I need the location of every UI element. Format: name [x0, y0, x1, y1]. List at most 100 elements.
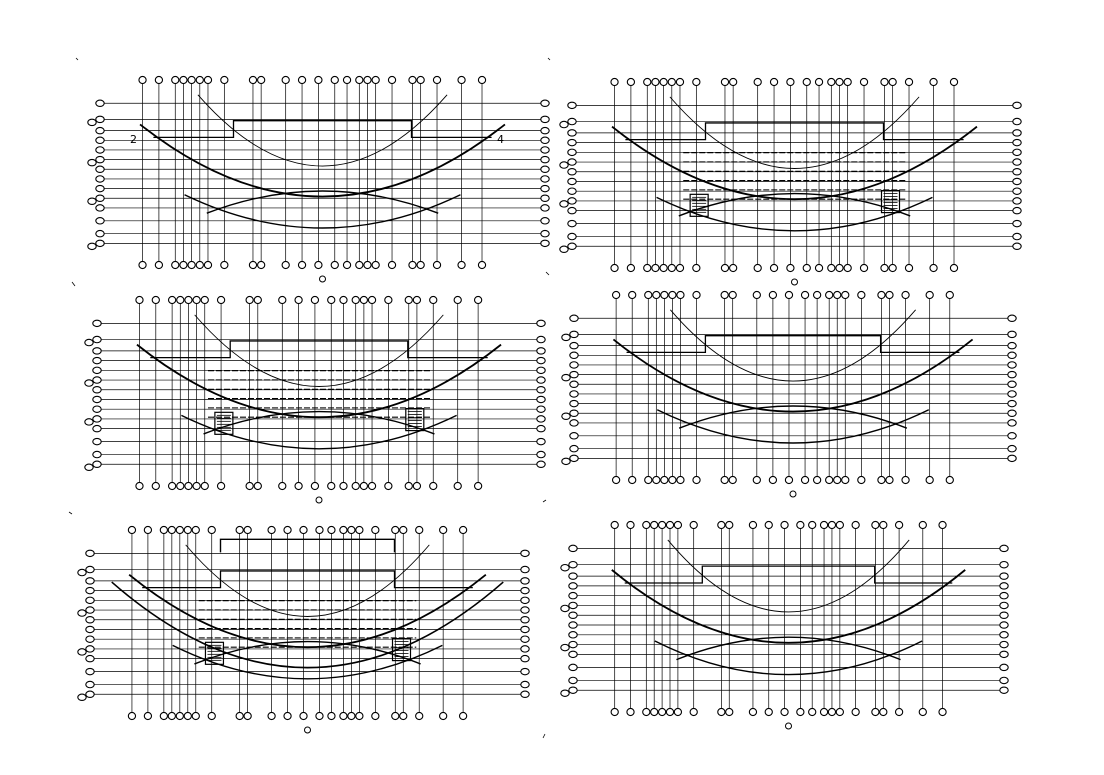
axis-bubble — [628, 475, 637, 485]
axis-bubble — [87, 197, 97, 206]
axis-bubble — [92, 366, 102, 375]
axis-bubble — [77, 648, 87, 656]
axis-bubble — [561, 412, 571, 421]
axis-bubble — [657, 520, 667, 530]
axis-bubble — [458, 525, 468, 535]
axis-bubble — [999, 640, 1009, 649]
axis-bubble — [85, 577, 95, 585]
axis-bubble — [387, 260, 397, 270]
axis-bubble — [416, 260, 425, 270]
axis-bubble — [559, 200, 569, 208]
axis-bubble — [432, 260, 442, 270]
axis-bubble — [203, 75, 213, 85]
axis-bubble — [843, 263, 852, 273]
axis-bubble — [945, 290, 954, 300]
axis-bubble — [84, 463, 94, 472]
axis-bubble — [692, 77, 701, 87]
axis-bubble — [676, 475, 685, 485]
axis-bubble — [95, 194, 105, 203]
axis-bubble — [195, 260, 204, 270]
plan-bottom-right — [560, 520, 1009, 730]
axis-bubble — [457, 260, 466, 270]
axis-bubble — [415, 711, 424, 721]
axis-bubble — [315, 525, 324, 535]
axis-bubble — [802, 263, 811, 273]
axis-bubble — [812, 475, 822, 485]
axis-bubble — [567, 219, 577, 228]
axis-bubble — [999, 560, 1009, 569]
axis-bubble — [92, 437, 102, 446]
axis-bubble — [611, 290, 621, 300]
axis-bubble — [568, 601, 578, 610]
axis-bubble — [568, 560, 578, 569]
stair-core — [689, 193, 709, 217]
axis-bubble — [999, 572, 1009, 580]
axis-bubble — [294, 295, 303, 305]
axis-bubble — [416, 75, 425, 85]
axis-bubble — [999, 544, 1009, 553]
axis-bubble — [764, 520, 773, 530]
axis-bubble — [569, 454, 579, 463]
axis-bubble — [207, 711, 216, 721]
axis-bubble — [167, 711, 176, 721]
axis-bubble — [179, 260, 188, 270]
axis-bubble — [203, 260, 213, 270]
plan-top-right — [559, 77, 1022, 286]
axis-bubble — [1007, 409, 1017, 418]
axis-bubble — [999, 582, 1009, 590]
axis-bubble — [559, 120, 569, 129]
axis-bubble — [827, 707, 837, 717]
axis-bubble — [77, 609, 87, 617]
lens-lower-arc — [654, 640, 923, 676]
axis-bubble — [642, 520, 651, 530]
axis-bubble — [267, 525, 276, 535]
axis-bubble — [610, 520, 619, 530]
axis-bubble — [92, 424, 102, 433]
axis-bubble — [901, 475, 910, 485]
axis-bubble — [540, 204, 550, 212]
axis-bubble — [1012, 129, 1022, 137]
axis-bubble — [689, 707, 698, 717]
axis-bubble — [330, 260, 339, 270]
plan-bottom-left — [77, 525, 530, 734]
axis-bubble — [85, 616, 95, 624]
axis-bubble — [363, 75, 372, 85]
axis-bubble — [925, 475, 934, 485]
axis-bubble — [1012, 197, 1022, 205]
axis-bubble — [1007, 380, 1017, 389]
axis-bubble — [384, 481, 393, 491]
section-marker — [785, 722, 792, 730]
axis-bubble — [568, 591, 578, 600]
axis-bubble — [859, 77, 869, 87]
axis-bubble — [843, 77, 852, 87]
axis-bubble — [253, 481, 262, 491]
axis-bubble — [540, 165, 550, 174]
axis-bubble — [391, 525, 400, 535]
axis-bubble — [281, 260, 290, 270]
axis-bubble — [692, 475, 701, 485]
axis-bubble — [473, 295, 483, 305]
axis-bubble — [415, 525, 424, 535]
axis-bubble — [256, 260, 266, 270]
axis-bubble — [135, 295, 144, 305]
axis-bubble — [477, 260, 487, 270]
axis-bubble — [412, 295, 422, 305]
axis-bubble — [536, 366, 546, 375]
outer-curved-wall — [612, 338, 974, 413]
outer-curved-wall — [611, 569, 966, 644]
axis-bubble — [748, 520, 758, 530]
axis-bubble — [408, 260, 417, 270]
axis-bubble — [200, 481, 209, 491]
axis-bubble — [717, 707, 726, 717]
axis-bubble — [610, 707, 619, 717]
axis-bubble — [216, 295, 226, 305]
inner-curved-wall — [670, 309, 916, 382]
axis-bubble — [835, 520, 844, 530]
axis-bubble — [949, 77, 959, 87]
axis-bubble — [644, 290, 653, 300]
lens-lower-arc — [656, 409, 930, 444]
axis-bubble — [248, 260, 258, 270]
axis-bubble — [567, 242, 577, 251]
axis-bubble — [216, 481, 226, 491]
